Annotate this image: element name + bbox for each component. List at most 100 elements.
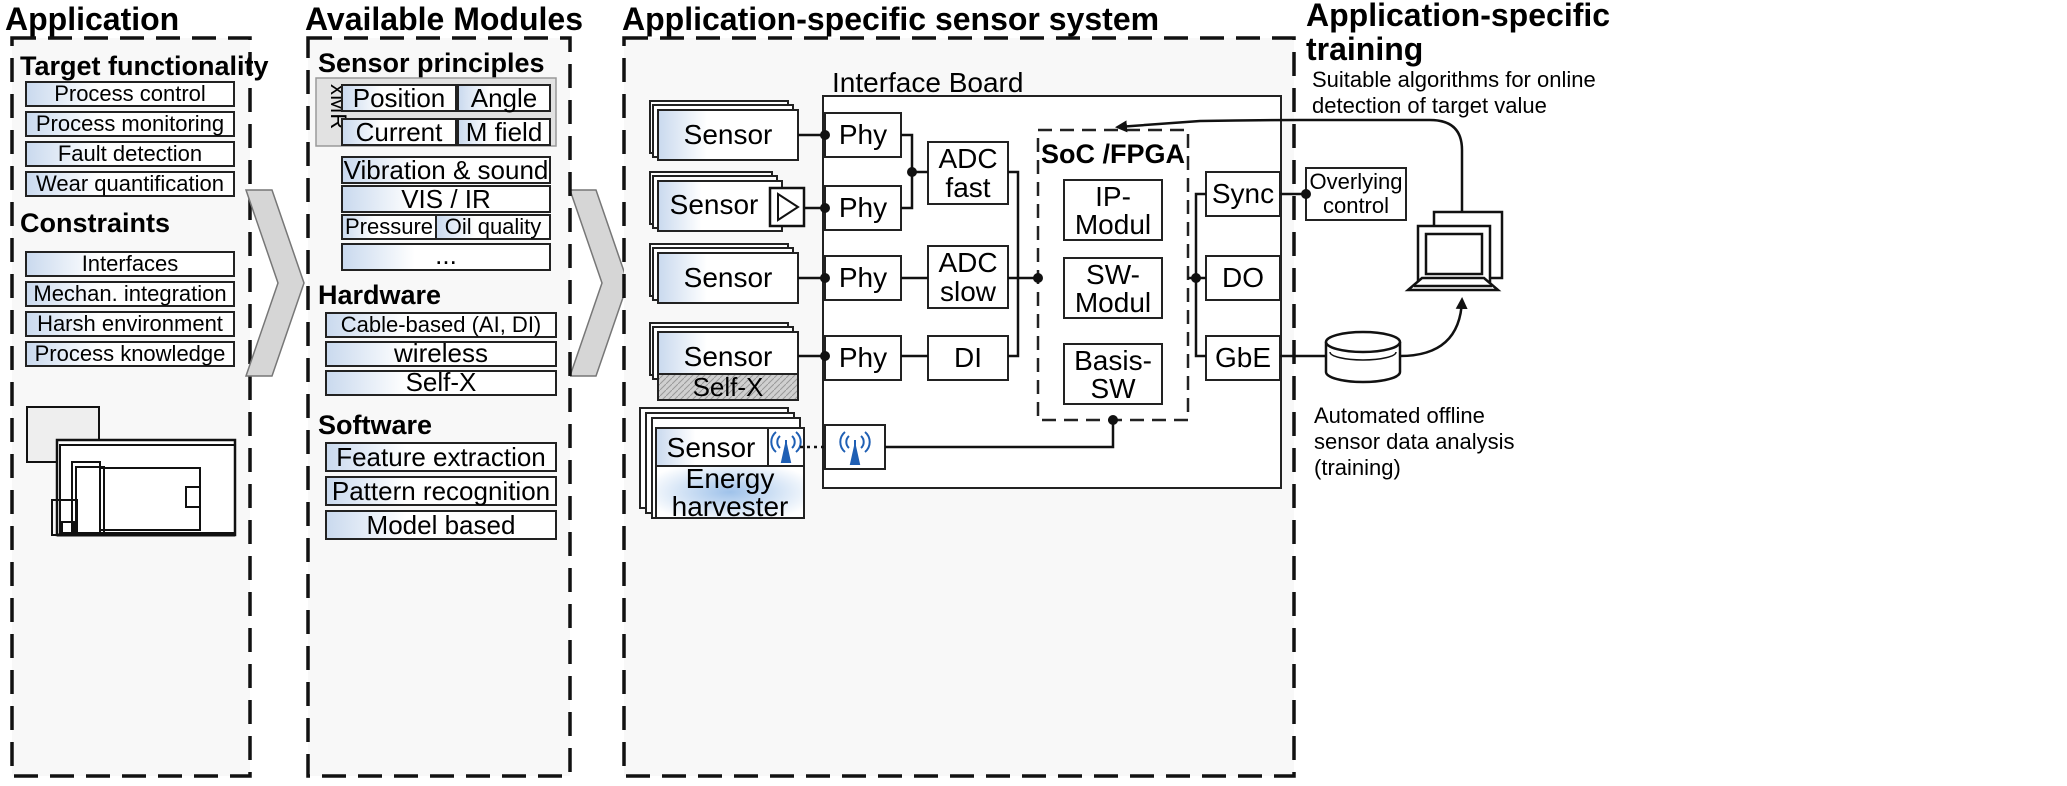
visir-box [341,185,551,213]
hardware-item: Cable-based (AI, DI) [341,312,542,337]
ip-modul-label-1: IP- [1095,181,1131,212]
sensor-label: Sensor [670,189,759,220]
oil-quality-label: Oil quality [445,214,542,239]
offline-analysis-line2: sensor data analysis [1314,429,1515,454]
hardware-item: wireless [393,338,488,368]
more-sensors-box [341,243,551,271]
target-item: Wear quantification [36,171,224,196]
basis-sw-label-1: Basis- [1074,345,1152,376]
ip-modul-label-2: Modul [1075,209,1151,240]
gbe-block [1205,335,1281,381]
target-functionality-title: Target functionality [20,51,269,81]
sw-modul-block [1063,257,1163,319]
adc-slow-label-2: slow [940,276,997,307]
hardware-item: Self-X [406,367,477,397]
software-item-box [325,442,557,472]
computer-icon [1404,210,1504,292]
amplifier-icon [777,192,800,222]
gbe-label: GbE [1215,342,1271,373]
training-desc-line1: Suitable algorithms for online [1312,67,1596,92]
adc-fast-label-1: ADC [938,143,997,174]
constraint-item-box [25,311,235,337]
di-label: DI [954,342,982,373]
constraint-item: Mechan. integration [33,281,226,306]
phy-label: Phy [839,262,887,293]
basis-sw-block [1063,343,1163,405]
target-item-box [25,141,235,167]
sensor-stack-2: Sensor [649,171,806,232]
hardware-item-box [325,370,557,396]
sensor-label: Sensor [684,341,773,372]
energy-harvester-box [655,465,805,519]
ip-modul-block [1063,179,1163,241]
sync-label: Sync [1212,178,1274,209]
adc-slow-label-1: ADC [938,247,997,278]
overlying-label-1: Overlying [1310,169,1403,194]
pressure-label: Pressure [345,214,433,239]
constraint-item-box [25,251,235,277]
adc-fast-label-2: fast [945,172,990,203]
training-title-line1: Application-specific [1306,0,1610,33]
sensor-stack-1: Sensor [649,100,799,161]
modules-title: Available Modules [305,1,583,37]
software-title: Software [318,410,432,440]
training-title-line2: training [1306,31,1423,67]
more-sensors-label: ... [435,240,457,270]
sensor-label: Sensor [684,262,773,293]
flow-chevron-1 [244,189,305,377]
constraint-item: Process knowledge [35,341,226,366]
xmr-item-box [341,84,457,112]
constraint-list: Interfaces Mechan. integration Harsh env… [25,251,235,367]
sensor-stack-5: Sensor Energy harvester [639,407,805,522]
software-item: Feature extraction [336,442,546,472]
receiver-antenna-icon [839,431,871,465]
sensor-stack-3: Sensor [649,243,799,304]
pressure-box [341,214,437,240]
junction-dots [820,130,1311,425]
phy-label: Phy [839,119,887,150]
xmr-item: Position [353,83,446,113]
sensor-label: Sensor [684,119,773,150]
target-item-box [25,171,235,197]
training-desc-line2: detection of target value [1312,93,1547,118]
hardware-item-box [325,312,557,338]
system-title: Application-specific sensor system [622,1,1159,37]
adc-fast-block [927,141,1009,205]
constraints-title: Constraints [20,208,170,238]
energy-label-line1: Energy [686,463,775,494]
energy-label-line2: harvester [672,491,789,522]
constraint-item-box [25,281,235,307]
flow-chevron-2 [568,189,629,377]
target-list: Process control Process monitoring Fault… [25,81,235,197]
target-item-box [25,81,235,107]
constraint-item-box [25,341,235,367]
constraint-item: Interfaces [82,251,179,276]
sensor-stack-4: Sensor Self-X [649,322,799,402]
do-block [1205,255,1281,301]
software-item-box [325,476,557,506]
di-block [927,335,1009,381]
oil-quality-box [435,214,551,240]
sw-modul-label-2: Modul [1075,287,1151,318]
target-item-box [25,111,235,137]
hardware-title: Hardware [318,280,441,310]
basis-sw-label-2: SW [1090,373,1136,404]
visir-label: VIS / IR [401,184,491,214]
xmr-item-box [457,84,551,112]
software-item: Model based [367,510,516,540]
soc-fpga-title: SoC /FPGA [1041,139,1185,169]
hardware-item-box [325,341,557,367]
interface-board-title: Interface Board [832,67,1023,98]
do-label: DO [1222,262,1264,293]
offline-analysis-line1: Automated offline [1314,403,1485,428]
adc-slow-block [927,245,1009,309]
xmr-item: M field [466,117,543,147]
constraint-item: Harsh environment [37,311,223,336]
phy-label: Phy [839,342,887,373]
machine-illustration [26,406,237,537]
xmr-item-box [341,118,457,146]
software-item-box [325,510,557,540]
xmr-item: Current [356,117,443,147]
target-item: Fault detection [58,141,202,166]
